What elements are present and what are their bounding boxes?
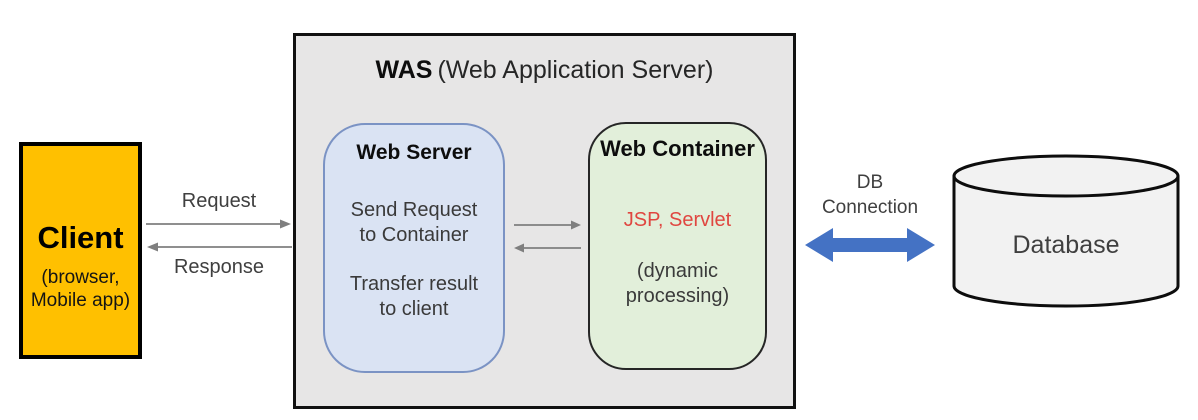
was-title: WAS(Web Application Server) xyxy=(296,56,793,85)
container-to-server-arrow xyxy=(514,243,581,253)
web-container-box: Web Container JSP, Servlet (dynamic proc… xyxy=(588,122,767,370)
web-container-title: Web Container xyxy=(600,136,755,161)
response-label: Response xyxy=(173,256,265,278)
server-container-arrows xyxy=(514,220,581,253)
response-arrow xyxy=(147,242,292,252)
database-cylinder xyxy=(952,154,1180,308)
web-server-title: Web Server xyxy=(356,141,472,164)
was-box: WAS(Web Application Server) Web Server S… xyxy=(293,33,796,409)
db-connection-arrow xyxy=(805,228,935,262)
client-was-arrows xyxy=(146,219,292,252)
web-server-task-2: Transfer result to client xyxy=(349,273,479,320)
request-arrow xyxy=(146,219,291,229)
client-subtitle: (browser, Mobile app) xyxy=(30,266,131,311)
client-box: Client (browser, Mobile app) xyxy=(19,142,142,359)
client-title: Client xyxy=(37,220,124,256)
was-title-acronym: WAS xyxy=(375,56,433,84)
web-server-task-1: Send Request to Container xyxy=(350,199,478,246)
db-connection-label: DB Connection xyxy=(821,172,919,218)
database-label: Database xyxy=(1012,231,1120,259)
dynamic-processing-note: (dynamic processing) xyxy=(625,260,730,307)
web-server-box: Web Server Send Request to Container Tra… xyxy=(323,123,505,373)
jsp-servlet-text: JSP, Servlet xyxy=(623,209,732,231)
was-title-expansion: (Web Application Server) xyxy=(437,56,714,84)
server-to-container-arrow xyxy=(514,220,581,230)
request-label: Request xyxy=(181,190,257,212)
